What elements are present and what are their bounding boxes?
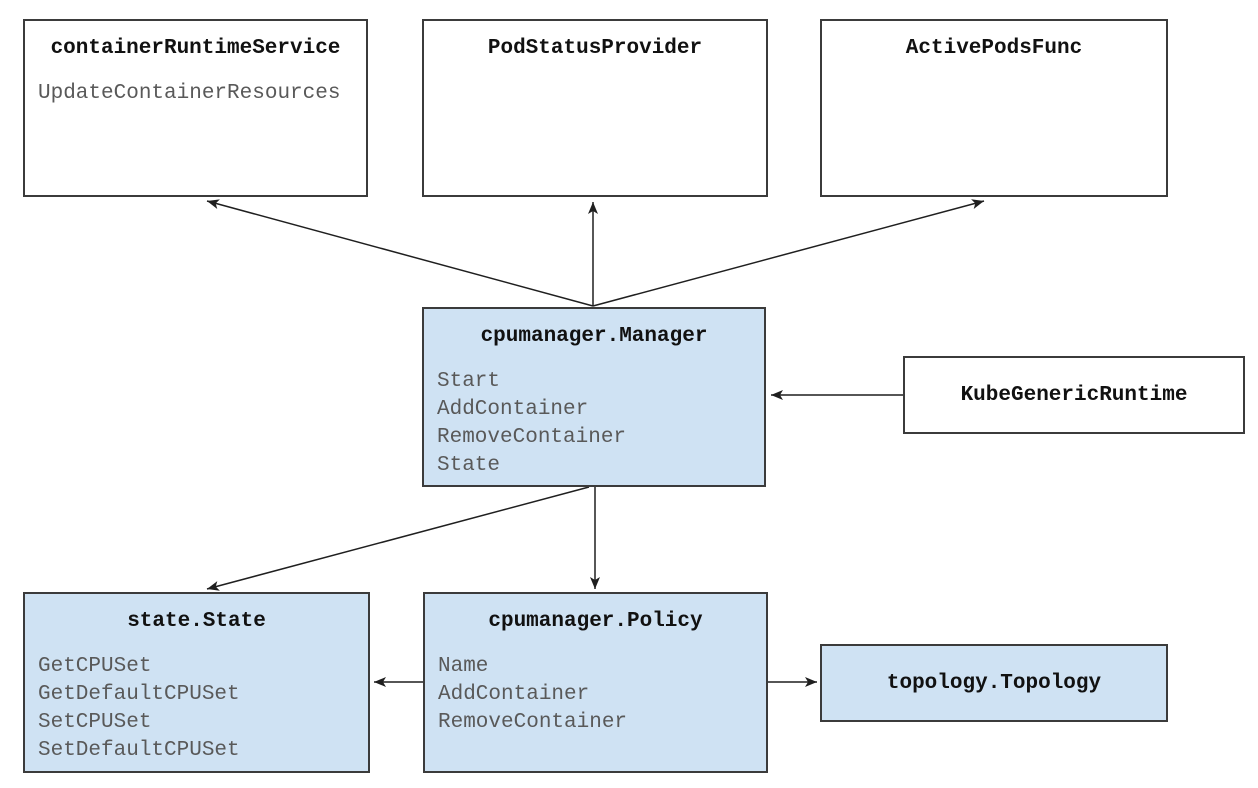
node-topology-topology: topology.Topology — [820, 644, 1168, 722]
node-title: state.State — [127, 610, 266, 633]
method-label: RemoveContainer — [438, 711, 628, 734]
method-label: GetDefaultCPUSet — [38, 683, 240, 706]
method-label: AddContainer — [437, 398, 589, 421]
node-title: PodStatusProvider — [487, 37, 703, 60]
node-cpumanager-manager: cpumanager.Manager Start AddContainer Re… — [422, 307, 766, 487]
node-title: cpumanager.Policy — [488, 610, 703, 633]
edge-manager-to-container-runtime-service — [206, 199, 594, 307]
node-state-state: state.State GetCPUSet GetDefaultCPUSet S… — [23, 592, 370, 773]
node-title: cpumanager.Manager — [480, 325, 708, 348]
method-label: SetCPUSet — [38, 711, 152, 734]
node-title: topology.Topology — [886, 671, 1102, 695]
edge-manager-to-active-pods-func — [592, 199, 985, 307]
node-active-pods-func: ActivePodsFunc — [820, 19, 1168, 197]
method-label: Name — [438, 655, 489, 678]
node-methods: Name AddContainer RemoveContainer — [425, 653, 766, 737]
node-methods: GetCPUSet GetDefaultCPUSet SetCPUSet Set… — [25, 653, 368, 765]
method-label: AddContainer — [438, 683, 590, 706]
node-title: KubeGenericRuntime — [960, 383, 1188, 407]
node-kube-generic-runtime: KubeGenericRuntime — [903, 356, 1245, 434]
node-title: ActivePodsFunc — [905, 37, 1083, 60]
node-pod-status-provider: PodStatusProvider — [422, 19, 768, 197]
method-label: UpdateContainerResources — [38, 82, 341, 105]
method-label: SetDefaultCPUSet — [38, 739, 240, 762]
node-cpumanager-policy: cpumanager.Policy Name AddContainer Remo… — [423, 592, 768, 773]
method-label: Start — [437, 370, 501, 393]
node-methods: Start AddContainer RemoveContainer State — [424, 368, 764, 480]
node-title: containerRuntimeService — [50, 37, 341, 60]
node-container-runtime-service: containerRuntimeService UpdateContainerR… — [23, 19, 368, 197]
method-label: RemoveContainer — [437, 426, 627, 449]
edge-manager-to-state-state — [206, 486, 590, 591]
node-methods: UpdateContainerResources — [25, 80, 366, 108]
method-label: GetCPUSet — [38, 655, 152, 678]
method-label: State — [437, 454, 501, 477]
